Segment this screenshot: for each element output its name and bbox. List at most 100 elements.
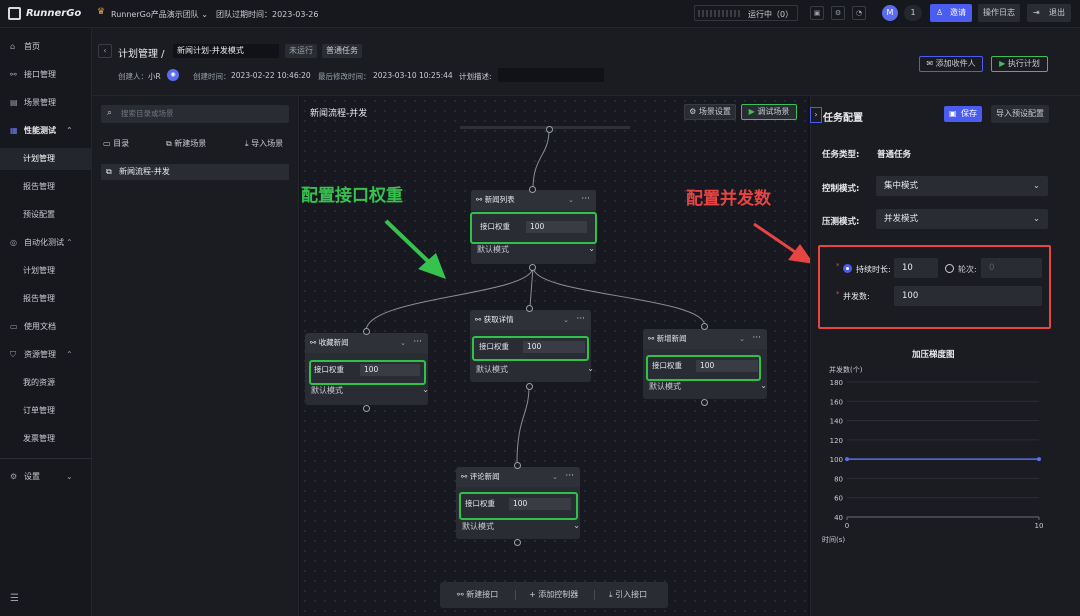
bell-icon[interactable]: ◔	[852, 6, 866, 20]
weight-input[interactable]: 100	[526, 221, 587, 233]
sidebar-item-resources[interactable]: ⛉资源管理⌃	[0, 344, 92, 366]
sidebar-item-settings[interactable]: ⚙设置⌄	[0, 466, 92, 488]
sidebar-item-api[interactable]: ⚯接口管理	[0, 64, 92, 86]
import-scene-button[interactable]: ⤓ 导入场景	[245, 139, 284, 148]
sidebar-item-auto-reports[interactable]: 报告管理	[23, 294, 55, 303]
search-input[interactable]: 搜索目录或场景	[101, 105, 289, 123]
node-port[interactable]	[546, 126, 553, 133]
edge-line	[529, 266, 534, 308]
mode-select[interactable]: 默认模式⌄	[311, 385, 429, 395]
new-scene-button[interactable]: ⧉ 新建场景	[166, 139, 207, 148]
running-status[interactable]: 运行中（0）	[694, 5, 798, 21]
execute-plan-button[interactable]: ▶ 执行计划	[991, 56, 1048, 72]
collapse-button[interactable]: ›	[810, 107, 822, 123]
created-time-label: 创建时间：	[193, 72, 231, 81]
required-mark: *	[836, 290, 840, 298]
duration-input[interactable]: 10	[894, 258, 938, 278]
sidebar-item-home[interactable]: ⌂首页	[0, 36, 92, 58]
node-port[interactable]	[363, 328, 370, 335]
red-arrow-icon	[753, 222, 814, 264]
weight-input[interactable]: 100	[360, 364, 420, 376]
avatar[interactable]: M	[882, 5, 898, 21]
sidebar-item-docs[interactable]: ▭使用文档	[0, 316, 92, 338]
scene-settings-button[interactable]: ⚙ 场景设置	[684, 104, 736, 120]
control-mode-select[interactable]: 集中模式⌄	[876, 176, 1048, 196]
weight-input[interactable]: 100	[523, 341, 585, 353]
node-port[interactable]	[514, 539, 521, 546]
chevron-down-icon: ⌄	[587, 364, 594, 373]
created-time-value: 2023-02-22 10:46:20	[231, 71, 311, 80]
mode-select[interactable]: 默认模式⌄	[477, 244, 595, 254]
sidebar-item-invoices[interactable]: 发票管理	[23, 434, 55, 443]
rounds-input[interactable]: 0	[981, 258, 1042, 278]
node-port[interactable]	[701, 399, 708, 406]
plan-name-field[interactable]: 新闻计划-并发模式	[173, 44, 279, 58]
y-tick-label: 100	[830, 456, 843, 464]
concurrency-input[interactable]: 100	[894, 286, 1042, 306]
link-icon: ⚯	[10, 70, 17, 79]
node-port[interactable]	[514, 462, 521, 469]
sidebar-item-presets[interactable]: 预设配置	[23, 210, 55, 219]
y-tick-label: 180	[830, 379, 843, 387]
node-port[interactable]	[526, 383, 533, 390]
team-switcher[interactable]: RunnerGo产品演示团队 ⌄	[111, 9, 208, 20]
breadcrumb[interactable]: 计划管理 /	[118, 49, 165, 60]
add-controller-button[interactable]: + 添加控制器	[529, 590, 579, 599]
settings-icon[interactable]: ⚙	[831, 6, 845, 20]
node-port[interactable]	[701, 323, 708, 330]
sidebar-item-auto-plans[interactable]: 计划管理	[23, 266, 55, 275]
sidebar-item-scenes[interactable]: ▤场景管理	[0, 92, 92, 114]
concurrency-label: 并发数:	[843, 292, 870, 301]
node-port[interactable]	[526, 305, 533, 312]
chevron-down-icon: ⌄	[552, 473, 558, 481]
mode-select[interactable]: 默认模式⌄	[476, 364, 594, 374]
node-port[interactable]	[363, 405, 370, 412]
divider	[515, 590, 516, 600]
green-arrow-icon	[384, 219, 446, 279]
screen-icon[interactable]: ▣	[810, 6, 824, 20]
menu-icon[interactable]: ☰	[10, 593, 19, 604]
list-item[interactable]: ⧉新闻流程-并发	[101, 164, 289, 180]
import-api-button[interactable]: ⤓ 引入接口	[609, 590, 648, 599]
sidebar-item-plan-management[interactable]: 计划管理	[0, 148, 92, 170]
weight-input[interactable]: 100	[696, 360, 758, 372]
add-receiver-button[interactable]: ✉ 添加收件人	[919, 56, 983, 72]
node-header: ⚯ 评论新闻⌄···	[456, 467, 580, 487]
operation-log-button[interactable]: 操作日志	[978, 4, 1020, 22]
node-header: ⚯ 获取详情⌄···	[470, 310, 591, 330]
mode-select[interactable]: 默认模式⌄	[462, 521, 580, 531]
back-button[interactable]: ‹	[98, 44, 112, 58]
press-mode-select[interactable]: 并发模式⌄	[876, 209, 1048, 229]
description-field[interactable]	[498, 68, 604, 82]
duration-radio[interactable]	[843, 264, 852, 273]
sidebar-item-automation[interactable]: ◎自动化测试⌃	[0, 232, 92, 254]
sidebar-item-orders[interactable]: 订单管理	[23, 406, 55, 415]
y-tick-label: 120	[830, 437, 843, 445]
play-icon: ▶	[999, 59, 1006, 68]
node-port[interactable]	[529, 186, 536, 193]
import-preset-button[interactable]: 导入预设配置	[991, 105, 1049, 123]
new-api-button[interactable]: ⚯ 新建接口	[457, 590, 499, 599]
description-label: 计划描述:	[459, 72, 492, 81]
sidebar-item-performance[interactable]: ▦性能测试⌃	[0, 120, 92, 142]
invite-button[interactable]: ♙ 邀请	[930, 4, 972, 22]
save-button[interactable]: ▣保存	[944, 106, 982, 122]
sidebar-item-my-resources[interactable]: 我的资源	[23, 378, 55, 387]
more-icon: ···	[752, 333, 761, 343]
debug-scene-button[interactable]: ▶ 调试场景	[741, 104, 797, 120]
sidebar-item-reports[interactable]: 报告管理	[23, 182, 55, 191]
directory-button[interactable]: ▭ 目录	[103, 139, 130, 148]
invite-label: 邀请	[950, 8, 966, 17]
node-port[interactable]	[529, 264, 536, 271]
weight-input[interactable]: 100	[509, 498, 571, 510]
rounds-radio[interactable]	[945, 264, 954, 273]
logout-button[interactable]: ⇥ 退出	[1027, 4, 1071, 22]
notification-count[interactable]: 1	[904, 5, 922, 21]
mode-select[interactable]: 默认模式⌄	[649, 381, 767, 391]
